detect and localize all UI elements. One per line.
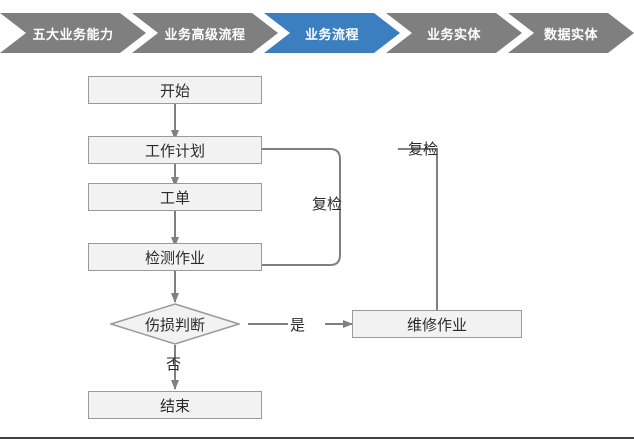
edge-label-recheck-inner: 复检: [312, 195, 343, 213]
node-damage-decision-label: 伤损判断: [144, 315, 205, 334]
edge-label-no: 否: [166, 355, 182, 373]
edge-label-yes: 是: [290, 316, 306, 334]
breadcrumb-item-3[interactable]: 业务流程: [264, 13, 400, 53]
breadcrumb-item-2-label: 业务高级流程: [164, 27, 246, 43]
breadcrumb: 五大业务能力 业务高级流程 业务流程 业务实体 数据实体: [0, 13, 634, 53]
edge-recheck-inner: [179, 145, 341, 266]
node-end[interactable]: 结束: [88, 391, 262, 419]
node-start[interactable]: 开始: [88, 76, 262, 104]
node-repair-task-label: 维修作业: [406, 315, 467, 334]
breadcrumb-item-1-label: 五大业务能力: [32, 27, 114, 43]
node-repair-task[interactable]: 维修作业: [352, 310, 522, 338]
breadcrumb-item-5[interactable]: 数据实体: [508, 13, 634, 53]
node-work-plan[interactable]: 工作计划: [88, 136, 262, 164]
diamond-shape: [110, 303, 240, 345]
node-inspection-task-label: 检测作业: [144, 248, 205, 267]
node-work-order-label: 工单: [159, 188, 190, 207]
node-end-label: 结束: [159, 396, 190, 415]
flowchart: 开始 工作计划 工单 检测作业 伤损判断 维修作业 结束 复检 复检 是 否: [0, 53, 634, 437]
breadcrumb-item-5-label: 数据实体: [543, 27, 598, 43]
flowchart-connectors: [171, 104, 438, 390]
breadcrumb-item-4[interactable]: 业务实体: [386, 13, 522, 53]
edge-recheck-outer: [398, 148, 438, 311]
breadcrumb-item-2[interactable]: 业务高级流程: [132, 13, 278, 53]
edge-label-recheck-outer: 复检: [408, 140, 439, 158]
node-start-label: 开始: [159, 81, 190, 100]
node-work-order[interactable]: 工单: [88, 183, 262, 211]
breadcrumb-item-4-label: 业务实体: [426, 27, 481, 43]
breadcrumb-item-3-label: 业务流程: [304, 27, 359, 43]
node-work-plan-label: 工作计划: [144, 141, 205, 160]
breadcrumb-item-1[interactable]: 五大业务能力: [0, 13, 146, 53]
node-damage-decision[interactable]: 伤损判断: [110, 303, 240, 345]
node-inspection-task[interactable]: 检测作业: [88, 243, 262, 271]
